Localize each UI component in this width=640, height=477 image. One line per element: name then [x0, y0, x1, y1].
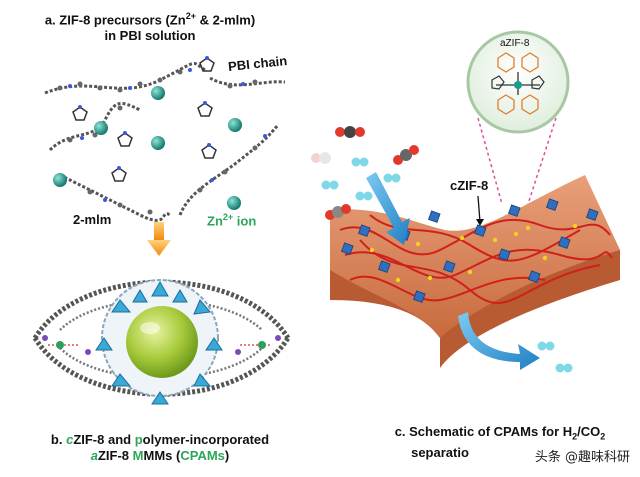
zif-tetrahedra	[95, 280, 223, 405]
cap-b-6: )	[224, 448, 230, 463]
czif8-particle	[586, 208, 599, 221]
co2-molecule	[393, 145, 419, 165]
cap-c-2: /CO	[577, 424, 601, 439]
permeate-arrow-icon	[458, 312, 540, 370]
zn-ion	[227, 196, 241, 210]
panel-a	[44, 56, 286, 256]
cap-b-cpams: CPAMs	[180, 448, 225, 463]
co2-molecule	[335, 126, 365, 138]
czif8-particle	[508, 204, 521, 217]
cap-b-a: a	[90, 448, 98, 463]
cap-b-1: b.	[50, 432, 67, 447]
panel-a-caption-sup: 2+	[185, 11, 196, 21]
cap-b-4: ZIF-8	[97, 448, 133, 463]
czif8-particle	[428, 210, 441, 223]
pbi-envelope-bottom	[32, 336, 291, 397]
pbi-chain	[48, 101, 141, 152]
pbi-chain	[44, 61, 206, 95]
mlm-molecules	[72, 57, 217, 182]
azif8-zn-center	[514, 81, 522, 89]
co2-molecules	[311, 126, 419, 220]
panel-c	[311, 30, 620, 373]
down-arrow-icon	[147, 222, 171, 256]
pbi-inner-bottom	[59, 347, 263, 380]
cap-b-c: c	[66, 432, 74, 447]
cap-b-5: MMs (	[143, 448, 181, 463]
zoom-lines	[477, 117, 557, 205]
czif8-particle	[546, 198, 559, 211]
czif8-particle	[443, 260, 456, 273]
pbi-n-atoms	[68, 68, 267, 202]
mlm-label: 2-mlm	[73, 212, 112, 227]
cap-b-p: p	[134, 432, 143, 447]
czif8-particle	[528, 270, 541, 283]
panel-a-caption-text: a. ZIF-8 precursors (Zn	[44, 12, 186, 28]
zn-ion	[151, 86, 165, 100]
panel-a-caption-text-2: & 2-mlm)	[195, 12, 256, 28]
zn-label-text: Zn	[207, 213, 223, 229]
azif8-structure	[497, 52, 539, 115]
panel-a-caption-line2: in PBI solution	[104, 28, 196, 44]
co2-molecule	[311, 152, 331, 164]
mlm-side	[42, 335, 281, 355]
pbi-chain	[59, 173, 171, 222]
membrane-top	[330, 175, 620, 338]
cap-c-sub2: 2	[600, 431, 606, 442]
czif8-particle	[558, 236, 571, 249]
azif8-nodes	[369, 223, 578, 283]
cap-b-2: ZIF-8 and	[73, 432, 135, 447]
czif8-particle	[378, 260, 391, 273]
co2-molecule	[325, 204, 351, 220]
czif8-particle	[413, 290, 426, 303]
h2-molecules	[321, 157, 573, 373]
czif8-pointer	[477, 195, 481, 223]
mlm-n-atoms	[78, 56, 211, 170]
czif8-label: cZIF-8	[450, 178, 489, 193]
pbi-chains	[44, 61, 286, 222]
pbi-beads	[57, 69, 258, 215]
panel-b-caption: b. cZIF-8 and polymer-incorporated aZIF-…	[10, 432, 310, 464]
cap-c-sub1: 2	[572, 431, 578, 442]
zn-ion	[228, 118, 242, 132]
cap-b-m: M	[132, 448, 144, 463]
zn-ions	[53, 86, 242, 210]
pbi-inner-top	[59, 298, 263, 331]
czif8-particle	[474, 224, 487, 237]
czif8-particle	[341, 242, 354, 255]
cap-c-line2: separatio	[411, 444, 469, 460]
feed-arrow-icon	[366, 172, 410, 245]
czif8-particle	[498, 248, 511, 261]
zn-label-sup: 2+	[222, 212, 234, 222]
zn-ion	[94, 121, 108, 135]
panel-a-caption: a. ZIF-8 precursors (Zn2+ & 2-mlm) in PB…	[20, 8, 280, 44]
zn-ion	[53, 173, 67, 187]
zn-nodes	[56, 341, 266, 349]
zn-ion-label: Zn2+ ion	[207, 212, 256, 228]
panel-c-caption: c. Schematic of CPAMs for H2/CO2 separat…	[360, 424, 640, 461]
pbi-chain	[178, 124, 280, 216]
azif8-label: aZIF-8	[500, 38, 530, 49]
pbi-chain	[209, 76, 286, 87]
cap-b-3: olymer-incorporated	[142, 432, 270, 447]
czif8-particle	[358, 224, 371, 237]
zn-label-text-2: ion	[233, 213, 257, 229]
watermark: 头条 @趣味科研	[534, 450, 630, 465]
zn-ion	[151, 136, 165, 150]
cap-c-1: c. Schematic of CPAMs for H	[394, 424, 573, 439]
panel-b	[32, 279, 291, 405]
azif8-core-sphere	[126, 306, 198, 378]
